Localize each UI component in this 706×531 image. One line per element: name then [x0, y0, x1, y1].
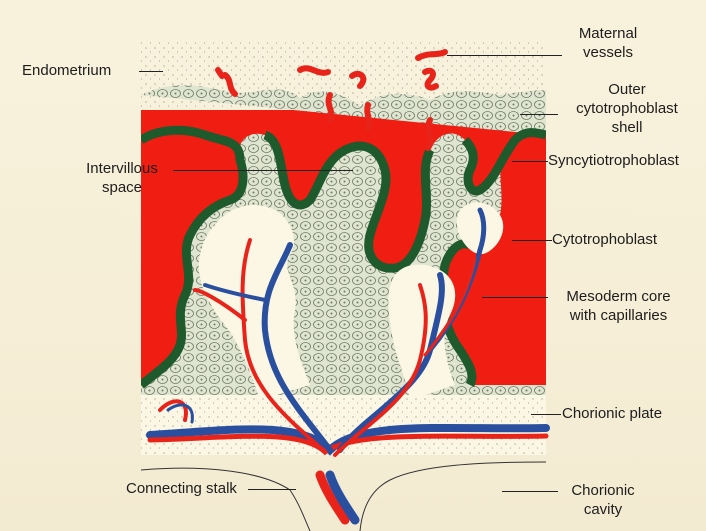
label-maternal-vessels-line2: vessels [553, 43, 663, 62]
leader-chorionic-plate [531, 414, 561, 415]
label-chorionic-cavity: Chorionic cavity [558, 481, 648, 519]
leader-connecting-stalk [248, 489, 296, 490]
label-endometrium: Endometrium [22, 61, 111, 80]
label-maternal-vessels: Maternal vessels [553, 24, 663, 62]
chorionic-cavity-outline [141, 468, 310, 531]
label-mesoderm-line2: with capillaries [546, 306, 691, 325]
label-intervillous-line2: space [62, 178, 182, 197]
label-outer-line1: Outer [557, 80, 697, 99]
label-mesoderm-line1: Mesoderm core [546, 287, 691, 306]
label-chorionic-cavity-line2: cavity [558, 500, 648, 519]
label-mesoderm-core: Mesoderm core with capillaries [546, 287, 691, 325]
leader-intervillous [173, 170, 353, 171]
label-cytotrophoblast: Cytotrophoblast [552, 230, 657, 249]
leader-syncytio [512, 161, 548, 162]
label-connecting-stalk: Connecting stalk [126, 479, 237, 498]
leader-chorionic-cavity [502, 491, 558, 492]
leader-cytotrophoblast [512, 240, 552, 241]
leader-maternal-vessels [447, 55, 562, 56]
label-chorionic-plate: Chorionic plate [562, 404, 662, 423]
label-intervillous-line1: Intervillous [62, 159, 182, 178]
label-outer-cytotrophoblast-shell: Outer cytotrophoblast shell [557, 80, 697, 137]
leader-mesoderm [482, 297, 548, 298]
label-intervillous-space: Intervillous space [62, 159, 182, 197]
label-outer-line3: shell [557, 118, 697, 137]
label-outer-line2: cytotrophoblast [557, 99, 697, 118]
leader-outer-shell [520, 114, 558, 115]
label-chorionic-cavity-line1: Chorionic [558, 481, 648, 500]
label-syncytiotrophoblast: Syncytiotrophoblast [548, 151, 679, 170]
label-maternal-vessels-line1: Maternal [553, 24, 663, 43]
leader-endometrium [139, 71, 163, 72]
